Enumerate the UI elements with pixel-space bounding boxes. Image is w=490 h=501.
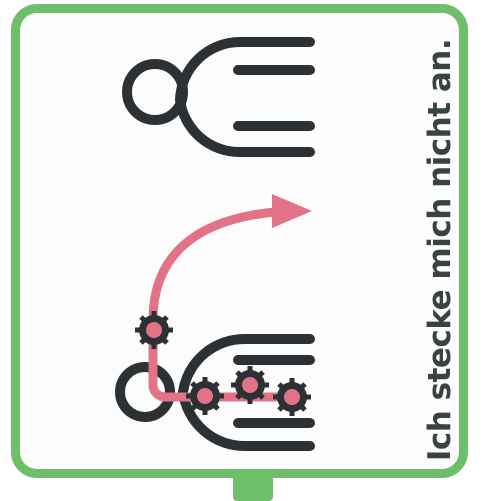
virus-icon bbox=[273, 378, 311, 416]
top-person-icon bbox=[127, 42, 310, 152]
top-person-head bbox=[127, 64, 183, 120]
bottom-person-head bbox=[120, 367, 170, 417]
virus-icon bbox=[135, 311, 173, 349]
curved-arrow-icon bbox=[153, 194, 312, 397]
caption-text: Ich stecke mich nicht an. bbox=[422, 39, 458, 461]
top-person-body bbox=[180, 42, 310, 152]
